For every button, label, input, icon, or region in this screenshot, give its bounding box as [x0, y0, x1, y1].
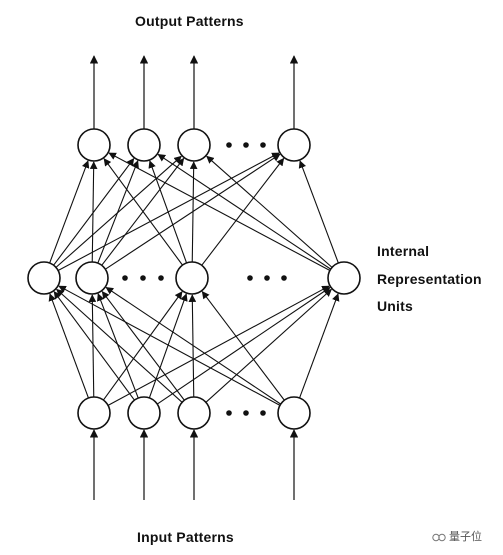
- connection-arrow: [148, 293, 188, 399]
- hidden-unit: [75, 261, 109, 295]
- connection-arrow: [56, 288, 183, 403]
- connection-arrow: [105, 286, 282, 405]
- connection-arrow: [157, 153, 331, 270]
- output-unit: [77, 128, 111, 162]
- connection-arrow: [97, 293, 139, 399]
- unit-nodes: [27, 128, 361, 430]
- watermark-text: 量子位: [449, 530, 482, 543]
- ellipsis-dot: [281, 275, 287, 281]
- connection-arrow: [299, 293, 340, 399]
- input-unit: [127, 396, 161, 430]
- connection-arrow: [201, 157, 285, 266]
- ellipsis-dot: [140, 275, 146, 281]
- connection-arrow: [53, 157, 135, 266]
- internal-label-line-3: Units: [377, 298, 413, 314]
- ellipsis-dot: [243, 142, 249, 148]
- ellipsis-dot: [122, 275, 128, 281]
- connection-arrow: [53, 291, 135, 401]
- ellipsis-dot: [243, 410, 249, 416]
- connection-arrow: [89, 161, 98, 263]
- connection-arrow: [88, 294, 97, 398]
- input-patterns-label: Input Patterns: [137, 529, 234, 545]
- connection-arrow: [148, 160, 188, 264]
- connection-arrow: [49, 160, 90, 264]
- connection-arrow: [298, 160, 339, 264]
- connection-edges: [48, 152, 340, 406]
- connection-arrow: [107, 285, 330, 406]
- ellipsis-dot: [226, 142, 232, 148]
- internal-label-line-2: Representation: [377, 271, 482, 287]
- connection-arrow: [108, 152, 331, 271]
- connection-arrow: [97, 160, 139, 264]
- ellipsis-dots: [122, 142, 287, 416]
- hidden-unit: [27, 261, 61, 295]
- ellipsis-dot: [264, 275, 270, 281]
- input-unit: [177, 396, 211, 430]
- input-unit: [77, 396, 111, 430]
- output-unit: [127, 128, 161, 162]
- watermark: 量子位: [432, 528, 482, 544]
- ellipsis-dot: [226, 410, 232, 416]
- connection-arrow: [189, 161, 198, 263]
- input-unit: [277, 396, 311, 430]
- internal-label-line-1: Internal: [377, 243, 430, 259]
- ellipsis-dot: [247, 275, 253, 281]
- connection-arrow: [48, 293, 89, 399]
- output-unit: [277, 128, 311, 162]
- connection-arrow: [206, 155, 333, 268]
- io-arrows: [89, 55, 299, 500]
- watermark-logo-icon: [432, 532, 446, 541]
- connection-arrow: [55, 155, 182, 268]
- output-unit: [177, 128, 211, 162]
- hidden-unit: [175, 261, 209, 295]
- connection-arrow: [58, 285, 281, 406]
- connection-arrow: [205, 288, 332, 403]
- hidden-unit: [327, 261, 361, 295]
- connection-arrow: [101, 290, 185, 401]
- connection-arrow: [201, 290, 285, 401]
- ellipsis-dot: [260, 410, 266, 416]
- connection-arrow: [103, 158, 183, 266]
- ellipsis-dot: [260, 142, 266, 148]
- output-patterns-label: Output Patterns: [135, 13, 244, 29]
- ellipsis-dot: [158, 275, 164, 281]
